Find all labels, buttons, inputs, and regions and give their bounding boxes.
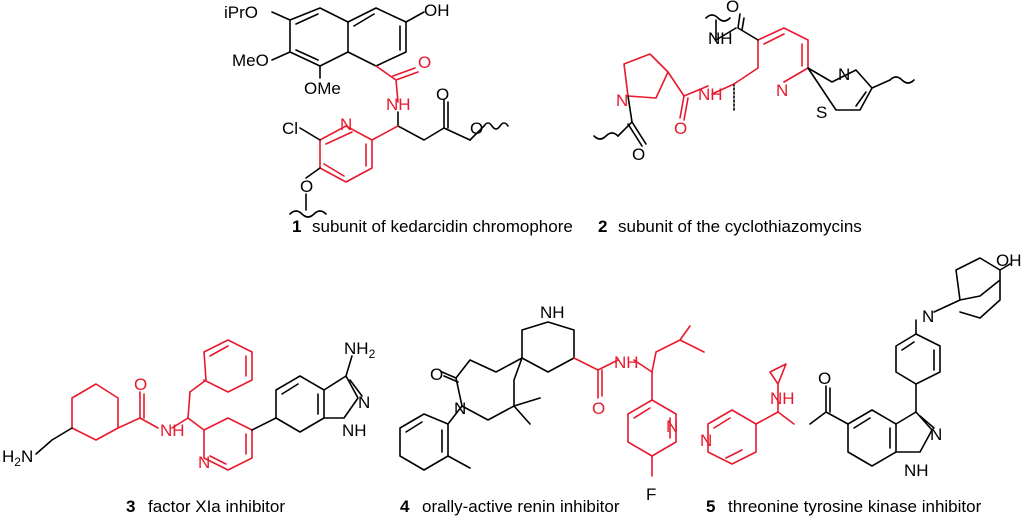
atom-o: O xyxy=(300,177,313,196)
compound-5-caption: threonine tyrosine kinase inhibitor xyxy=(728,497,982,516)
atom-n: N xyxy=(776,81,788,100)
atom-o: O xyxy=(674,119,687,138)
atom-n: N xyxy=(838,65,850,84)
atom-n: N xyxy=(930,425,942,444)
atom-o: O xyxy=(430,365,443,384)
atom-nh: NH xyxy=(904,461,929,480)
atom-nh: NH xyxy=(708,29,733,48)
atom-o: O xyxy=(632,145,645,164)
atom-nh: NH xyxy=(698,85,723,104)
atom-nh2: NH2 xyxy=(344,339,376,361)
compound-2-caption: subunit of the cyclothiazomycins xyxy=(618,217,862,236)
atom-oh: OH xyxy=(996,251,1022,270)
atom-n: N xyxy=(358,393,370,412)
atom-nh: NH xyxy=(386,95,411,114)
atom-ipro: iPrO xyxy=(224,3,258,22)
atom-o: O xyxy=(726,0,739,16)
atom-nh: NH xyxy=(614,353,639,372)
atom-n: N xyxy=(340,115,352,134)
atom-o: O xyxy=(436,85,449,104)
atom-o: O xyxy=(818,369,831,388)
atom-nh: NH xyxy=(540,303,565,322)
atom-nh: NH xyxy=(770,389,795,408)
compound-1-number: 1 xyxy=(292,217,301,236)
atom-o: O xyxy=(134,375,147,394)
atom-nh: NH xyxy=(342,421,367,440)
atom-o: O xyxy=(592,399,605,418)
atom-cl: Cl xyxy=(282,119,298,138)
atom-n: N xyxy=(454,399,466,418)
compound-5-number: 5 xyxy=(706,497,715,516)
compound-4-structure: NH O N O NH N F xyxy=(399,303,705,504)
atom-h2n: H2N xyxy=(2,447,33,469)
atom-n: N xyxy=(700,431,712,450)
compound-2-number: 2 xyxy=(598,217,607,236)
atom-ome: OMe xyxy=(304,79,341,98)
atom-oh: OH xyxy=(424,1,450,20)
atom-n: N xyxy=(198,453,210,472)
compound-4-number: 4 xyxy=(400,497,410,516)
compound-3-structure: O NH N H2N NH2 N NH xyxy=(2,339,376,472)
atom-o: O xyxy=(470,119,483,138)
compound-1-structure: iPrO OH O MeO OMe NH O O N Cl O xyxy=(224,1,509,218)
atom-nh: NH xyxy=(160,421,185,440)
atom-s: S xyxy=(816,103,827,122)
compound-3-caption: factor XIa inhibitor xyxy=(148,497,285,516)
atom-n: N xyxy=(616,91,628,110)
compound-1-caption: subunit of kedarcidin chromophore xyxy=(312,217,573,236)
compound-4-caption: orally-active renin inhibitor xyxy=(422,497,620,516)
atom-f: F xyxy=(646,485,656,504)
compound-2-structure: N O O NH N O NH N S xyxy=(593,0,915,164)
atom-meo: MeO xyxy=(232,51,269,70)
atom-n: N xyxy=(922,307,934,326)
atom-n: N xyxy=(666,417,678,436)
atom-o: O xyxy=(418,53,431,72)
compound-5-structure: NH N O N NH N OH xyxy=(700,251,1022,480)
compound-3-number: 3 xyxy=(126,497,135,516)
